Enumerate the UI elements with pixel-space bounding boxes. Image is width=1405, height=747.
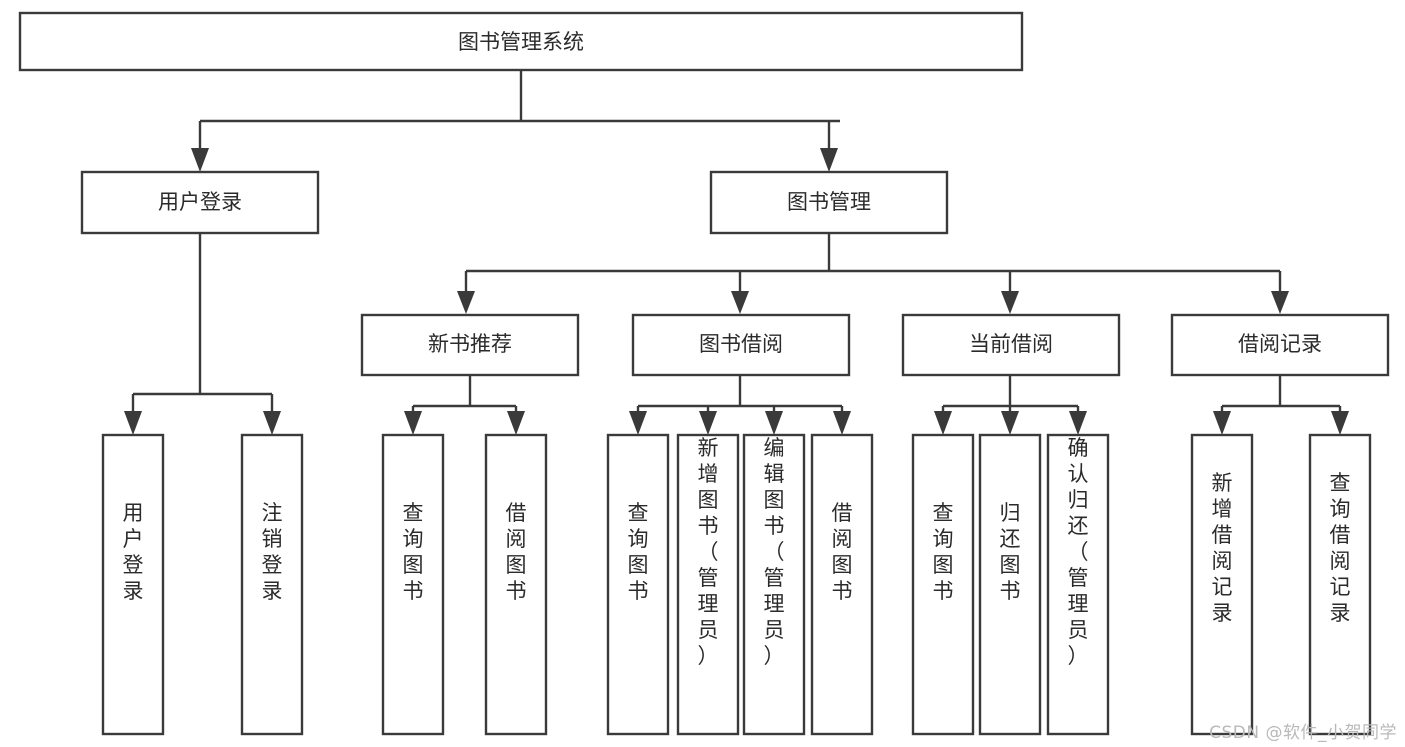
- node-new-book-recommend-label: 新书推荐: [428, 332, 512, 356]
- leaf-user-login-1-label: 注销登录: [262, 501, 283, 603]
- leaf-current-borrow-1-label: 归还图书: [1000, 501, 1021, 603]
- arrowhead-current-borrow: [1001, 291, 1019, 314]
- leaf-current-borrow-0[interactable]: 查询图书: [911, 433, 975, 736]
- leaf-book-borrow-0[interactable]: 查询图书: [606, 433, 670, 736]
- arrowhead-new-book: [457, 291, 475, 314]
- leaf-new-book-1-box[interactable]: [484, 433, 548, 736]
- leaf-user-login-1-box[interactable]: [240, 433, 304, 736]
- leaf-book-borrow-3-label: 借阅图书: [832, 501, 853, 603]
- leaf-book-borrow-2-box[interactable]: [742, 433, 806, 736]
- node-borrow-record-label: 借阅记录: [1238, 332, 1322, 356]
- leaf-user-login-0-label: 用户登录: [123, 501, 144, 603]
- leaf-current-borrow-2-label: 确认归还（管理员）: [1068, 436, 1089, 668]
- connector-layer: [124, 70, 1349, 435]
- arrowhead-bb-leaf4: [833, 411, 851, 435]
- leaf-current-borrow-0-label: 查询图书: [933, 501, 954, 603]
- arrowhead-user-login: [191, 148, 209, 172]
- node-root[interactable]: 图书管理系统: [18, 11, 1024, 72]
- leaf-user-login-0[interactable]: 用户登录: [101, 433, 165, 736]
- arrowhead-cb-leaf3: [1069, 411, 1087, 435]
- arrowhead-book-mgmt: [820, 148, 838, 172]
- leaf-borrow-record-0-box[interactable]: [1190, 433, 1254, 736]
- leaf-current-borrow-1[interactable]: 归还图书: [978, 433, 1042, 736]
- leaf-borrow-record-0-label: 新增借阅记录: [1212, 471, 1233, 625]
- leaf-book-borrow-2-label: 编辑图书（管理员）: [764, 436, 785, 668]
- node-book-borrow-box[interactable]: [631, 313, 851, 377]
- leaf-book-borrow-3[interactable]: 借阅图书: [810, 433, 874, 736]
- leaf-new-book-1[interactable]: 借阅图书: [484, 433, 548, 736]
- leaf-borrow-record-0[interactable]: 新增借阅记录: [1190, 433, 1254, 736]
- node-current-borrow-label: 当前借阅: [969, 332, 1053, 356]
- leaf-book-borrow-2[interactable]: 编辑图书（管理员）: [742, 433, 806, 736]
- leaf-new-book-0-box[interactable]: [381, 433, 445, 736]
- arrowhead-bb-leaf1: [629, 411, 647, 435]
- arrowhead-bb-leaf2: [699, 411, 717, 435]
- arrowhead-br-leaf2: [1331, 411, 1349, 435]
- leaf-book-borrow-3-box[interactable]: [810, 433, 874, 736]
- node-borrow-record[interactable]: 借阅记录: [1170, 313, 1390, 377]
- node-root-box[interactable]: [18, 11, 1024, 72]
- node-new-book-recommend-box[interactable]: [360, 313, 580, 377]
- leaf-borrow-record-1-label: 查询借阅记录: [1330, 471, 1351, 625]
- arrowhead-book-borrow: [731, 291, 749, 314]
- leaf-book-borrow-1[interactable]: 新增图书（管理员）: [676, 433, 740, 736]
- leaf-book-borrow-0-box[interactable]: [606, 433, 670, 736]
- leaf-borrow-record-1[interactable]: 查询借阅记录: [1308, 433, 1372, 736]
- arrowhead-cb-leaf2: [1001, 411, 1019, 435]
- node-book-management-label: 图书管理: [787, 190, 871, 214]
- leaf-current-borrow-0-box[interactable]: [911, 433, 975, 736]
- node-book-borrow-label: 图书借阅: [699, 332, 783, 356]
- node-current-borrow[interactable]: 当前借阅: [901, 313, 1121, 377]
- leaf-new-book-0-label: 查询图书: [403, 501, 424, 603]
- node-book-borrow[interactable]: 图书借阅: [631, 313, 851, 377]
- leaf-borrow-record-1-box[interactable]: [1308, 433, 1372, 736]
- node-new-book-recommend[interactable]: 新书推荐: [360, 313, 580, 377]
- arrowhead-ul-leaf1: [124, 411, 142, 435]
- arrowhead-bb-leaf3: [765, 411, 783, 435]
- node-user-login-box[interactable]: [80, 170, 320, 235]
- arrowhead-nb-leaf2: [507, 411, 525, 435]
- leaf-book-borrow-1-box[interactable]: [676, 433, 740, 736]
- arrowhead-cb-leaf1: [934, 411, 952, 435]
- csdn-watermark: CSDN @软件_小贺同学: [1209, 723, 1397, 743]
- leaf-new-book-0[interactable]: 查询图书: [381, 433, 445, 736]
- node-user-login-label: 用户登录: [158, 190, 242, 214]
- leaf-current-borrow-2[interactable]: 确认归还（管理员）: [1046, 433, 1110, 736]
- arrowhead-br-leaf1: [1213, 411, 1231, 435]
- leaf-current-borrow-1-box[interactable]: [978, 433, 1042, 736]
- arrowhead-nb-leaf1: [404, 411, 422, 435]
- leaf-user-login-0-box[interactable]: [101, 433, 165, 736]
- node-book-management-box[interactable]: [709, 170, 949, 235]
- leaf-user-login-1[interactable]: 注销登录: [240, 433, 304, 736]
- leaf-book-borrow-0-label: 查询图书: [628, 501, 649, 603]
- node-borrow-record-box[interactable]: [1170, 313, 1390, 377]
- leaf-book-borrow-1-label: 新增图书（管理员）: [698, 436, 719, 668]
- leaf-current-borrow-2-box[interactable]: [1046, 433, 1110, 736]
- node-root-label: 图书管理系统: [458, 30, 584, 54]
- node-book-management[interactable]: 图书管理: [709, 170, 949, 235]
- leaf-new-book-1-label: 借阅图书: [506, 501, 527, 603]
- node-user-login[interactable]: 用户登录: [80, 170, 320, 235]
- arrowhead-borrow-record: [1271, 291, 1289, 314]
- arrowhead-ul-leaf2: [263, 411, 281, 435]
- node-current-borrow-box[interactable]: [901, 313, 1121, 377]
